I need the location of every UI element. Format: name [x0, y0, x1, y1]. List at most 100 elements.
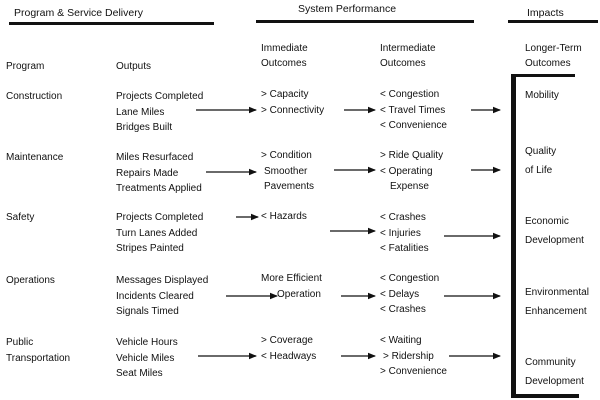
column-label-program: Program [6, 61, 45, 72]
output-item: Lane Miles [116, 106, 165, 118]
header-bar-system-performance [256, 20, 474, 23]
intermediate-item: Expense [390, 181, 429, 192]
header-program-service-delivery: Program & Service Delivery [14, 7, 143, 19]
immediate-item: More Efficient [261, 273, 322, 284]
intermediate-item: < Crashes [380, 212, 426, 223]
immediate-item: < Headways [261, 350, 317, 362]
impact-mobility: Mobility [525, 88, 559, 104]
program-line: Safety [6, 212, 35, 223]
impact-environmental-enhancement: Environmental Enhancement [525, 283, 589, 321]
column-label-intermediate-outcomes: Intermediate Outcomes [380, 41, 436, 71]
impact-line: Quality [525, 146, 557, 157]
column-label-line: Outcomes [261, 58, 307, 69]
program-maintenance: Maintenance [6, 150, 63, 166]
impact-line: Economic [525, 216, 569, 227]
intermediate-item: < Crashes [380, 304, 426, 315]
immediate-item: > Capacity [261, 89, 309, 100]
intermediate-item: < Travel Times [380, 104, 446, 116]
program-line: Public [6, 337, 34, 348]
impact-quality-of-life: Quality of Life [525, 142, 556, 180]
intermediate-safety: < Crashes < Injuries < Fatalities [380, 210, 429, 257]
impact-line: Environmental [525, 287, 589, 298]
impacts-bracket-vertical [511, 74, 516, 397]
column-label-longer-term-outcomes: Longer-Term Outcomes [525, 41, 582, 71]
output-item: Repairs Made [116, 167, 179, 179]
immediate-safety: < Hazards [261, 209, 307, 225]
outputs-safety: Projects Completed Turn Lanes Added Stri… [116, 210, 203, 257]
program-line: Operations [6, 275, 55, 286]
impact-line: Enhancement [525, 306, 587, 317]
intermediate-item: > Ridership [383, 350, 434, 362]
output-item: Miles Resurfaced [116, 152, 194, 163]
intermediate-item: < Injuries [380, 227, 421, 239]
header-impacts: Impacts [527, 7, 564, 19]
output-item: Stripes Painted [116, 243, 184, 254]
outputs-public-transportation: Vehicle Hours Vehicle Miles Seat Miles [116, 335, 178, 382]
intermediate-item: > Convenience [380, 366, 447, 377]
impacts-bracket-bottom [511, 394, 579, 398]
output-item: Projects Completed [116, 212, 204, 223]
program-line: Maintenance [6, 152, 64, 163]
intermediate-item: > Ride Quality [380, 150, 444, 161]
column-label-line: Immediate [261, 43, 308, 54]
intermediate-item: < Congestion [380, 89, 440, 100]
immediate-item: > Condition [261, 150, 312, 161]
outputs-construction: Projects Completed Lane Miles Bridges Bu… [116, 89, 203, 136]
intermediate-item: < Convenience [380, 120, 447, 131]
output-item: Bridges Built [116, 122, 173, 133]
impact-economic-development: Economic Development [525, 212, 584, 250]
output-item: Messages Displayed [116, 275, 209, 286]
impact-line: Mobility [525, 90, 559, 101]
output-item: Signals Timed [116, 306, 179, 317]
output-item: Turn Lanes Added [116, 227, 198, 239]
impact-line: Community [525, 357, 576, 368]
immediate-operations: More Efficient Operation [261, 271, 322, 302]
output-item: Treatments Applied [116, 183, 202, 194]
impact-community-development: Community Development [525, 353, 584, 391]
intermediate-operations: < Congestion < Delays < Crashes [380, 271, 439, 318]
intermediate-construction: < Congestion < Travel Times < Convenienc… [380, 87, 447, 134]
immediate-item: Operation [277, 288, 321, 300]
intermediate-maintenance: > Ride Quality < Operating Expense [380, 148, 443, 195]
outputs-operations: Messages Displayed Incidents Cleared Sig… [116, 273, 208, 320]
immediate-item: > Connectivity [261, 104, 325, 116]
immediate-public-transportation: > Coverage < Headways [261, 333, 316, 364]
output-item: Incidents Cleared [116, 290, 194, 302]
column-label-outputs: Outputs [116, 61, 152, 72]
column-label-line: Longer-Term [525, 43, 582, 54]
intermediate-item: < Congestion [380, 273, 440, 284]
immediate-item: > Coverage [261, 335, 313, 346]
impact-line: Development [525, 376, 584, 387]
immediate-maintenance: > Condition Smoother Pavements [261, 148, 314, 195]
program-line: Transportation [6, 352, 71, 364]
output-item: Vehicle Hours [116, 337, 178, 348]
column-label-line: Outcomes [525, 58, 571, 69]
header-bar-impacts [508, 20, 598, 23]
program-construction: Construction [6, 89, 62, 105]
column-label-immediate-outcomes: Immediate Outcomes [261, 41, 308, 71]
output-item: Vehicle Miles [116, 352, 175, 364]
outputs-maintenance: Miles Resurfaced Repairs Made Treatments… [116, 150, 202, 197]
program-operations: Operations [6, 273, 55, 289]
column-label-line: Intermediate [380, 43, 436, 54]
impacts-bracket-top [511, 74, 575, 77]
intermediate-item: < Waiting [380, 335, 422, 346]
intermediate-item: < Delays [380, 288, 420, 300]
intermediate-item: < Fatalities [380, 243, 429, 254]
immediate-item: Smoother [264, 165, 308, 177]
program-public-transportation: Public Transportation [6, 335, 70, 366]
column-label-line: Outcomes [380, 58, 426, 69]
program-line: Construction [6, 91, 63, 102]
impact-line: of Life [525, 165, 553, 176]
impact-line: Development [525, 235, 584, 246]
output-item: Projects Completed [116, 91, 204, 102]
intermediate-public-transportation: < Waiting > Ridership > Convenience [380, 333, 447, 380]
program-safety: Safety [6, 210, 34, 226]
immediate-item: < Hazards [261, 211, 307, 222]
immediate-construction: > Capacity > Connectivity [261, 87, 324, 118]
intermediate-item: < Operating [380, 165, 433, 177]
immediate-item: Pavements [264, 181, 315, 192]
header-bar-program-service-delivery [9, 22, 214, 25]
header-system-performance: System Performance [298, 3, 397, 15]
